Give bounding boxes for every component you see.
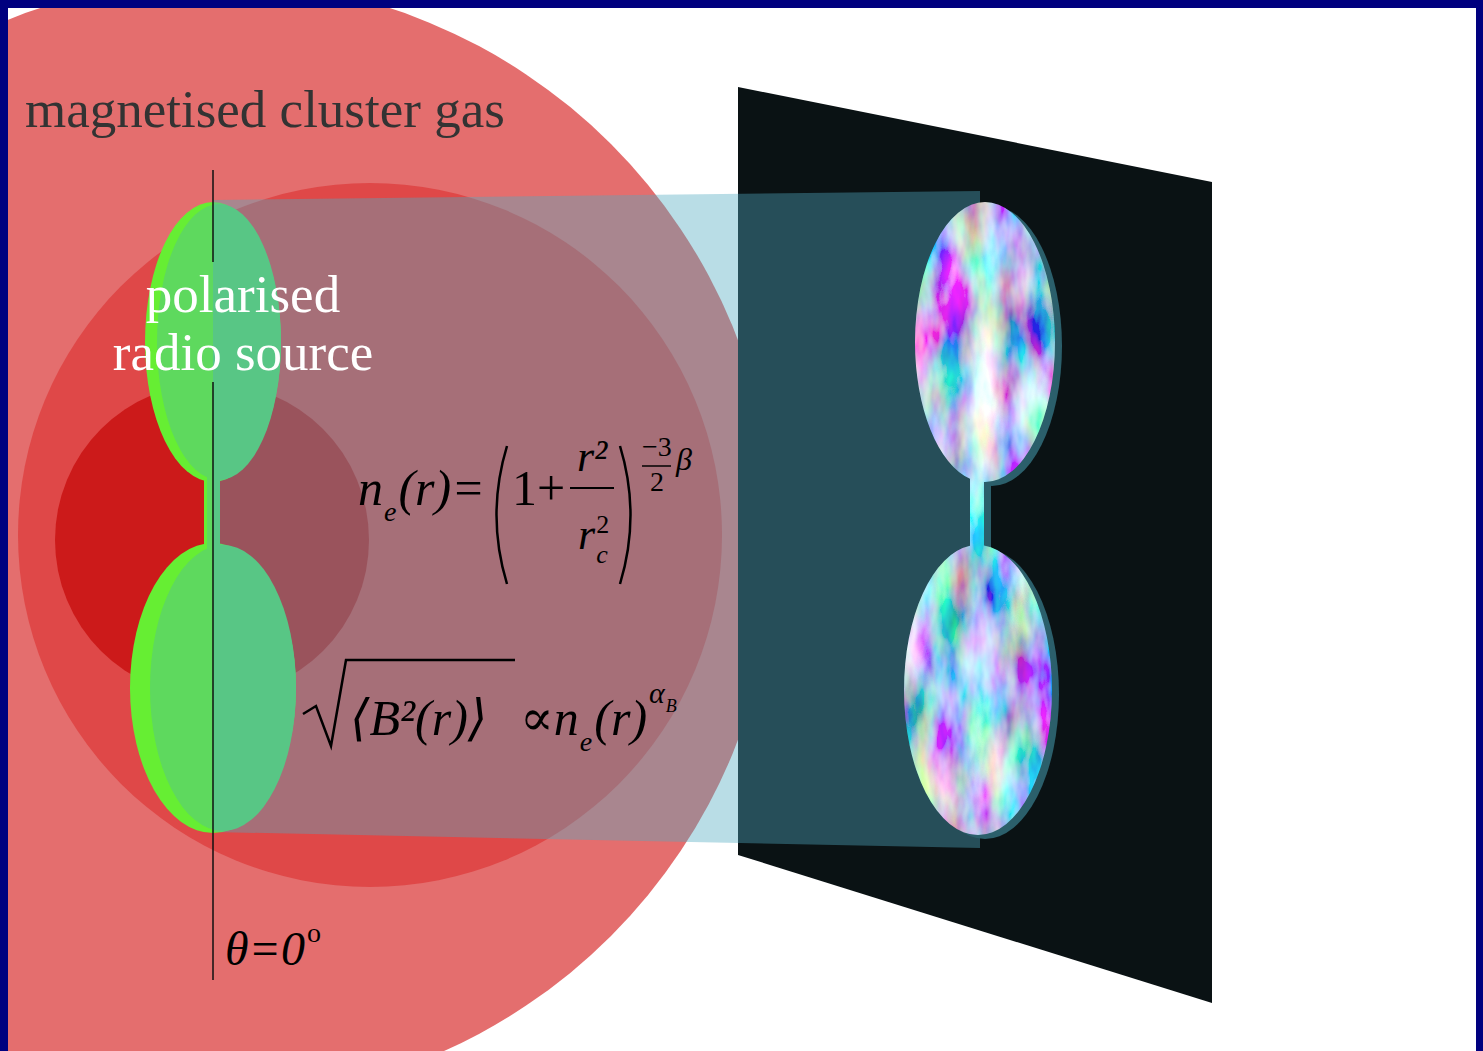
source-label: polarised radio source: [98, 265, 388, 381]
formula-symbol: 1+: [512, 460, 565, 516]
formula-holder: (r)=: [398, 463, 485, 513]
outer-gas-shell: [0, 0, 775, 1051]
formula-symbol: e: [384, 496, 396, 527]
formula-holder: (r): [594, 693, 647, 743]
formula-holder: c: [596, 542, 608, 568]
formula-holder: 1+: [512, 463, 565, 513]
formula-holder: 2: [596, 512, 609, 538]
formula-symbol: n: [358, 460, 383, 516]
region-heading: magnetised cluster gas: [25, 77, 505, 141]
square-root-sign: [303, 660, 515, 746]
fraction-bar: [570, 487, 614, 489]
formula-holder: e: [384, 498, 396, 526]
formula-symbol: θ=0: [225, 922, 305, 975]
formula-symbol: 2: [596, 510, 609, 539]
formula-symbol: (r): [594, 690, 647, 746]
formula-holder: ⟨B²(r)⟩: [350, 693, 487, 743]
formula-symbol: −3: [642, 431, 672, 462]
formula-symbol: o: [307, 917, 321, 948]
radio-lobe: [130, 543, 296, 833]
formula-holder: 2: [650, 468, 664, 496]
formula-symbol: r²: [577, 432, 607, 481]
formula-symbol: α: [649, 676, 665, 709]
radio-lobe: [207, 476, 220, 550]
text-holder: magnetised cluster gas: [25, 77, 505, 141]
formula-symbol: c: [596, 540, 608, 569]
formula-holder: o: [307, 919, 321, 947]
formula-holder: θ=0: [225, 925, 305, 973]
formula-holder: α: [649, 678, 665, 708]
formula-holder: β: [676, 443, 692, 475]
formula-holder: r: [578, 513, 595, 557]
formula-symbol: (r)=: [398, 460, 485, 516]
formula-holder: B: [666, 697, 677, 716]
formula-symbol: 2: [650, 466, 664, 497]
formula-symbol: ⟨B²(r)⟩: [350, 690, 487, 746]
formula-symbol: β: [676, 441, 692, 477]
formula-holder: ∝n: [520, 693, 579, 743]
text-holder: polarised radio source: [98, 265, 388, 381]
image-tint: [895, 190, 1070, 855]
frame: [0, 0, 8, 1051]
axis-line: [212, 170, 214, 262]
radio-lobe: [204, 476, 220, 550]
left-parenthesis: [497, 446, 508, 584]
formula-symbol: e: [580, 726, 592, 757]
formula-symbol: B: [666, 696, 677, 716]
rotation-measure-image: [895, 190, 1070, 855]
right-parenthesis: [620, 446, 631, 584]
faraday-noise-map: [895, 190, 1070, 855]
formula-symbol: r: [578, 510, 595, 559]
frame: [0, 0, 1483, 8]
formula-holder: r²: [577, 435, 607, 479]
formula-holder: −3: [642, 433, 672, 461]
radio-lobe: [150, 545, 296, 831]
axis-line: [212, 382, 214, 980]
frame: [1476, 0, 1483, 1051]
formula-holder: n: [358, 463, 383, 513]
formula-holder: e: [580, 728, 592, 756]
formula-symbol: ∝n: [520, 690, 579, 746]
